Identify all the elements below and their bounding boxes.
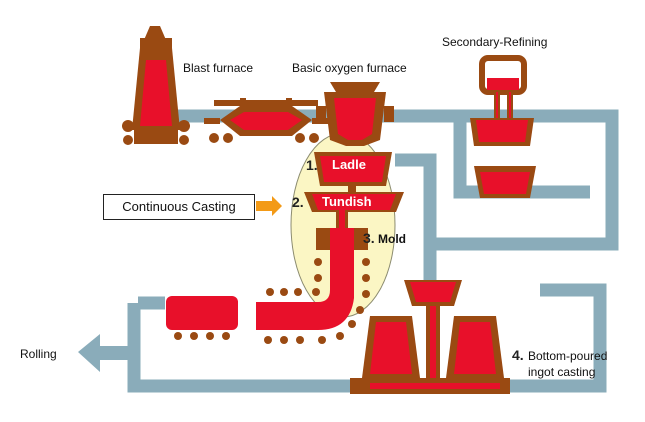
mold-step-number: 3.	[363, 230, 375, 246]
basic-oxygen-furnace	[316, 82, 394, 146]
ingot-label-line1: Bottom-poured	[528, 349, 607, 363]
blast-furnace-label: Blast furnace	[183, 61, 253, 75]
ladle-step-number: 1.	[306, 157, 318, 173]
ingot-label-line2: ingot casting	[528, 365, 595, 379]
ladle-label: Ladle	[332, 157, 366, 172]
secondary-refining-label: Secondary-Refining	[442, 35, 547, 49]
pipe-ladle-branch	[395, 153, 437, 290]
strand-rollers	[264, 258, 370, 344]
tundish-vessel	[304, 192, 404, 232]
torpedo-car	[204, 98, 328, 143]
rolling-arrow	[78, 334, 138, 372]
rolling-label: Rolling	[20, 347, 57, 361]
pipe-bottom-return	[127, 296, 362, 393]
secondary-refining-vessel	[470, 55, 534, 146]
pipe-ingot-right	[500, 283, 607, 393]
continuous-casting-label: Continuous Casting	[122, 199, 236, 214]
pipe-secondary-loop	[453, 116, 590, 199]
tundish-step-number: 2.	[292, 194, 304, 210]
mold-label: Mold	[378, 232, 406, 246]
bof-label: Basic oxygen furnace	[292, 61, 407, 75]
ingot-step-number: 4.	[512, 347, 524, 363]
continuous-casting-box: Continuous Casting	[103, 194, 255, 220]
slab	[166, 296, 238, 340]
secondary-ladle	[474, 166, 536, 198]
strand	[256, 250, 354, 330]
mold	[316, 228, 368, 252]
continuous-casting-arrow	[256, 196, 282, 216]
tundish-label: Tundish	[322, 194, 372, 209]
ingot-casting	[350, 280, 510, 394]
blast-furnace	[122, 26, 190, 145]
